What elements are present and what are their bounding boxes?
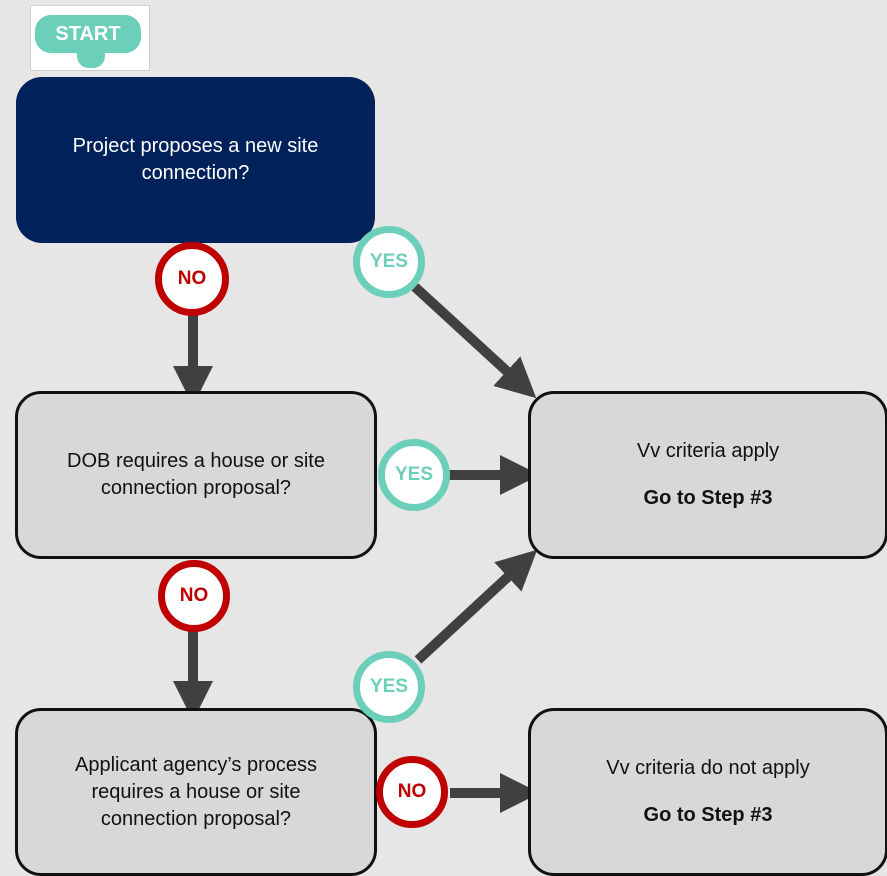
- arrow-q1-to-r1: [411, 283, 537, 399]
- question-applicant-agency-process: Applicant agency’s process requires a ho…: [15, 708, 377, 876]
- arrow-q3-to-r1: [414, 549, 538, 664]
- start-badge: START: [30, 5, 150, 71]
- yes-badge-q2: YES: [378, 439, 450, 511]
- question-applicant-agency-process-text: Applicant agency’s process requires a ho…: [75, 753, 317, 830]
- question-new-site-connection: Project proposes a new site connection?: [16, 77, 375, 243]
- result-criteria-apply: Vv criteria apply Go to Step #3: [528, 391, 887, 559]
- question-dob-requires-proposal: DOB requires a house or site connection …: [15, 391, 377, 559]
- result-criteria-apply-step: Go to Step #3: [643, 487, 773, 509]
- no-badge-q2: NO: [158, 560, 230, 632]
- result-criteria-do-not-apply: Vv criteria do not apply Go to Step #3: [528, 708, 887, 876]
- yes-badge-q3: YES: [353, 651, 425, 723]
- yes-badge-q1: YES: [353, 226, 425, 298]
- start-label: START: [35, 15, 141, 53]
- question-dob-requires-proposal-text: DOB requires a house or site connection …: [67, 450, 325, 499]
- no-badge-q1: NO: [155, 242, 229, 316]
- start-bubble-tail: [77, 52, 105, 68]
- result-criteria-do-not-apply-step: Go to Step #3: [643, 804, 773, 826]
- question-new-site-connection-text: Project proposes a new site connection?: [72, 135, 319, 184]
- no-badge-q3: NO: [376, 756, 448, 828]
- result-criteria-do-not-apply-text: Vv criteria do not apply: [606, 757, 810, 779]
- result-criteria-apply-text: Vv criteria apply: [636, 440, 780, 462]
